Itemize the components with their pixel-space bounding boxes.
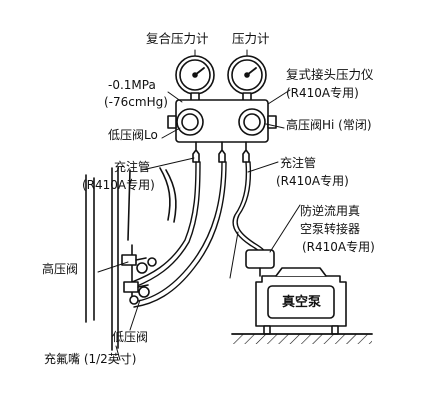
label-charge-hose-left-2: (R410A专用) <box>82 178 155 192</box>
low-pressure-valve-icon <box>123 281 150 305</box>
label-vacuum-pump: 真空泵 <box>282 295 322 310</box>
label-charge-hose-left-1: 充注管 <box>114 160 151 174</box>
manifold-body-icon <box>167 99 277 143</box>
manifold-ports-icon <box>192 141 250 163</box>
label-gauge-manifold-1: 复式接头压力仪 <box>286 67 374 82</box>
label-vacuum-reading-2: (-76cmHg) <box>104 95 168 109</box>
high-pressure-valve-icon <box>121 254 157 274</box>
label-charge-hose-right-2: (R410A专用) <box>276 174 349 188</box>
label-charge-port: 充氟嘴 (1/2英寸) <box>44 352 137 366</box>
label-high-pressure-valve: 高压阀 <box>42 262 79 276</box>
pressure-gauge-icon <box>227 55 267 102</box>
label-compound-gauge: 复合压力计 <box>146 31 209 46</box>
outdoor-unit-icon <box>85 167 177 351</box>
check-adapter-icon <box>245 249 275 277</box>
vacuum-pump-icon <box>255 267 347 335</box>
compound-gauge-icon <box>175 55 215 102</box>
label-pressure-gauge: 压力计 <box>232 31 270 46</box>
label-charge-hose-right-1: 充注管 <box>280 156 317 170</box>
label-check-adapter-3: (R410A专用) <box>302 240 375 254</box>
label-check-adapter-2: 空泵转接器 <box>300 222 361 236</box>
label-vacuum-reading-1: -0.1MPa <box>108 78 156 92</box>
leader-lines <box>97 49 301 361</box>
label-low-pressure-valve: 低压阀 <box>112 330 149 344</box>
ground-icon <box>231 333 373 344</box>
label-gauge-manifold-2: (R410A专用) <box>286 86 359 100</box>
label-check-adapter-1: 防逆流用真 <box>300 204 361 218</box>
label-low-valve-lo: 低压阀Lo <box>108 128 158 142</box>
label-high-valve-hi: 高压阀Hi (常闭) <box>286 118 372 132</box>
